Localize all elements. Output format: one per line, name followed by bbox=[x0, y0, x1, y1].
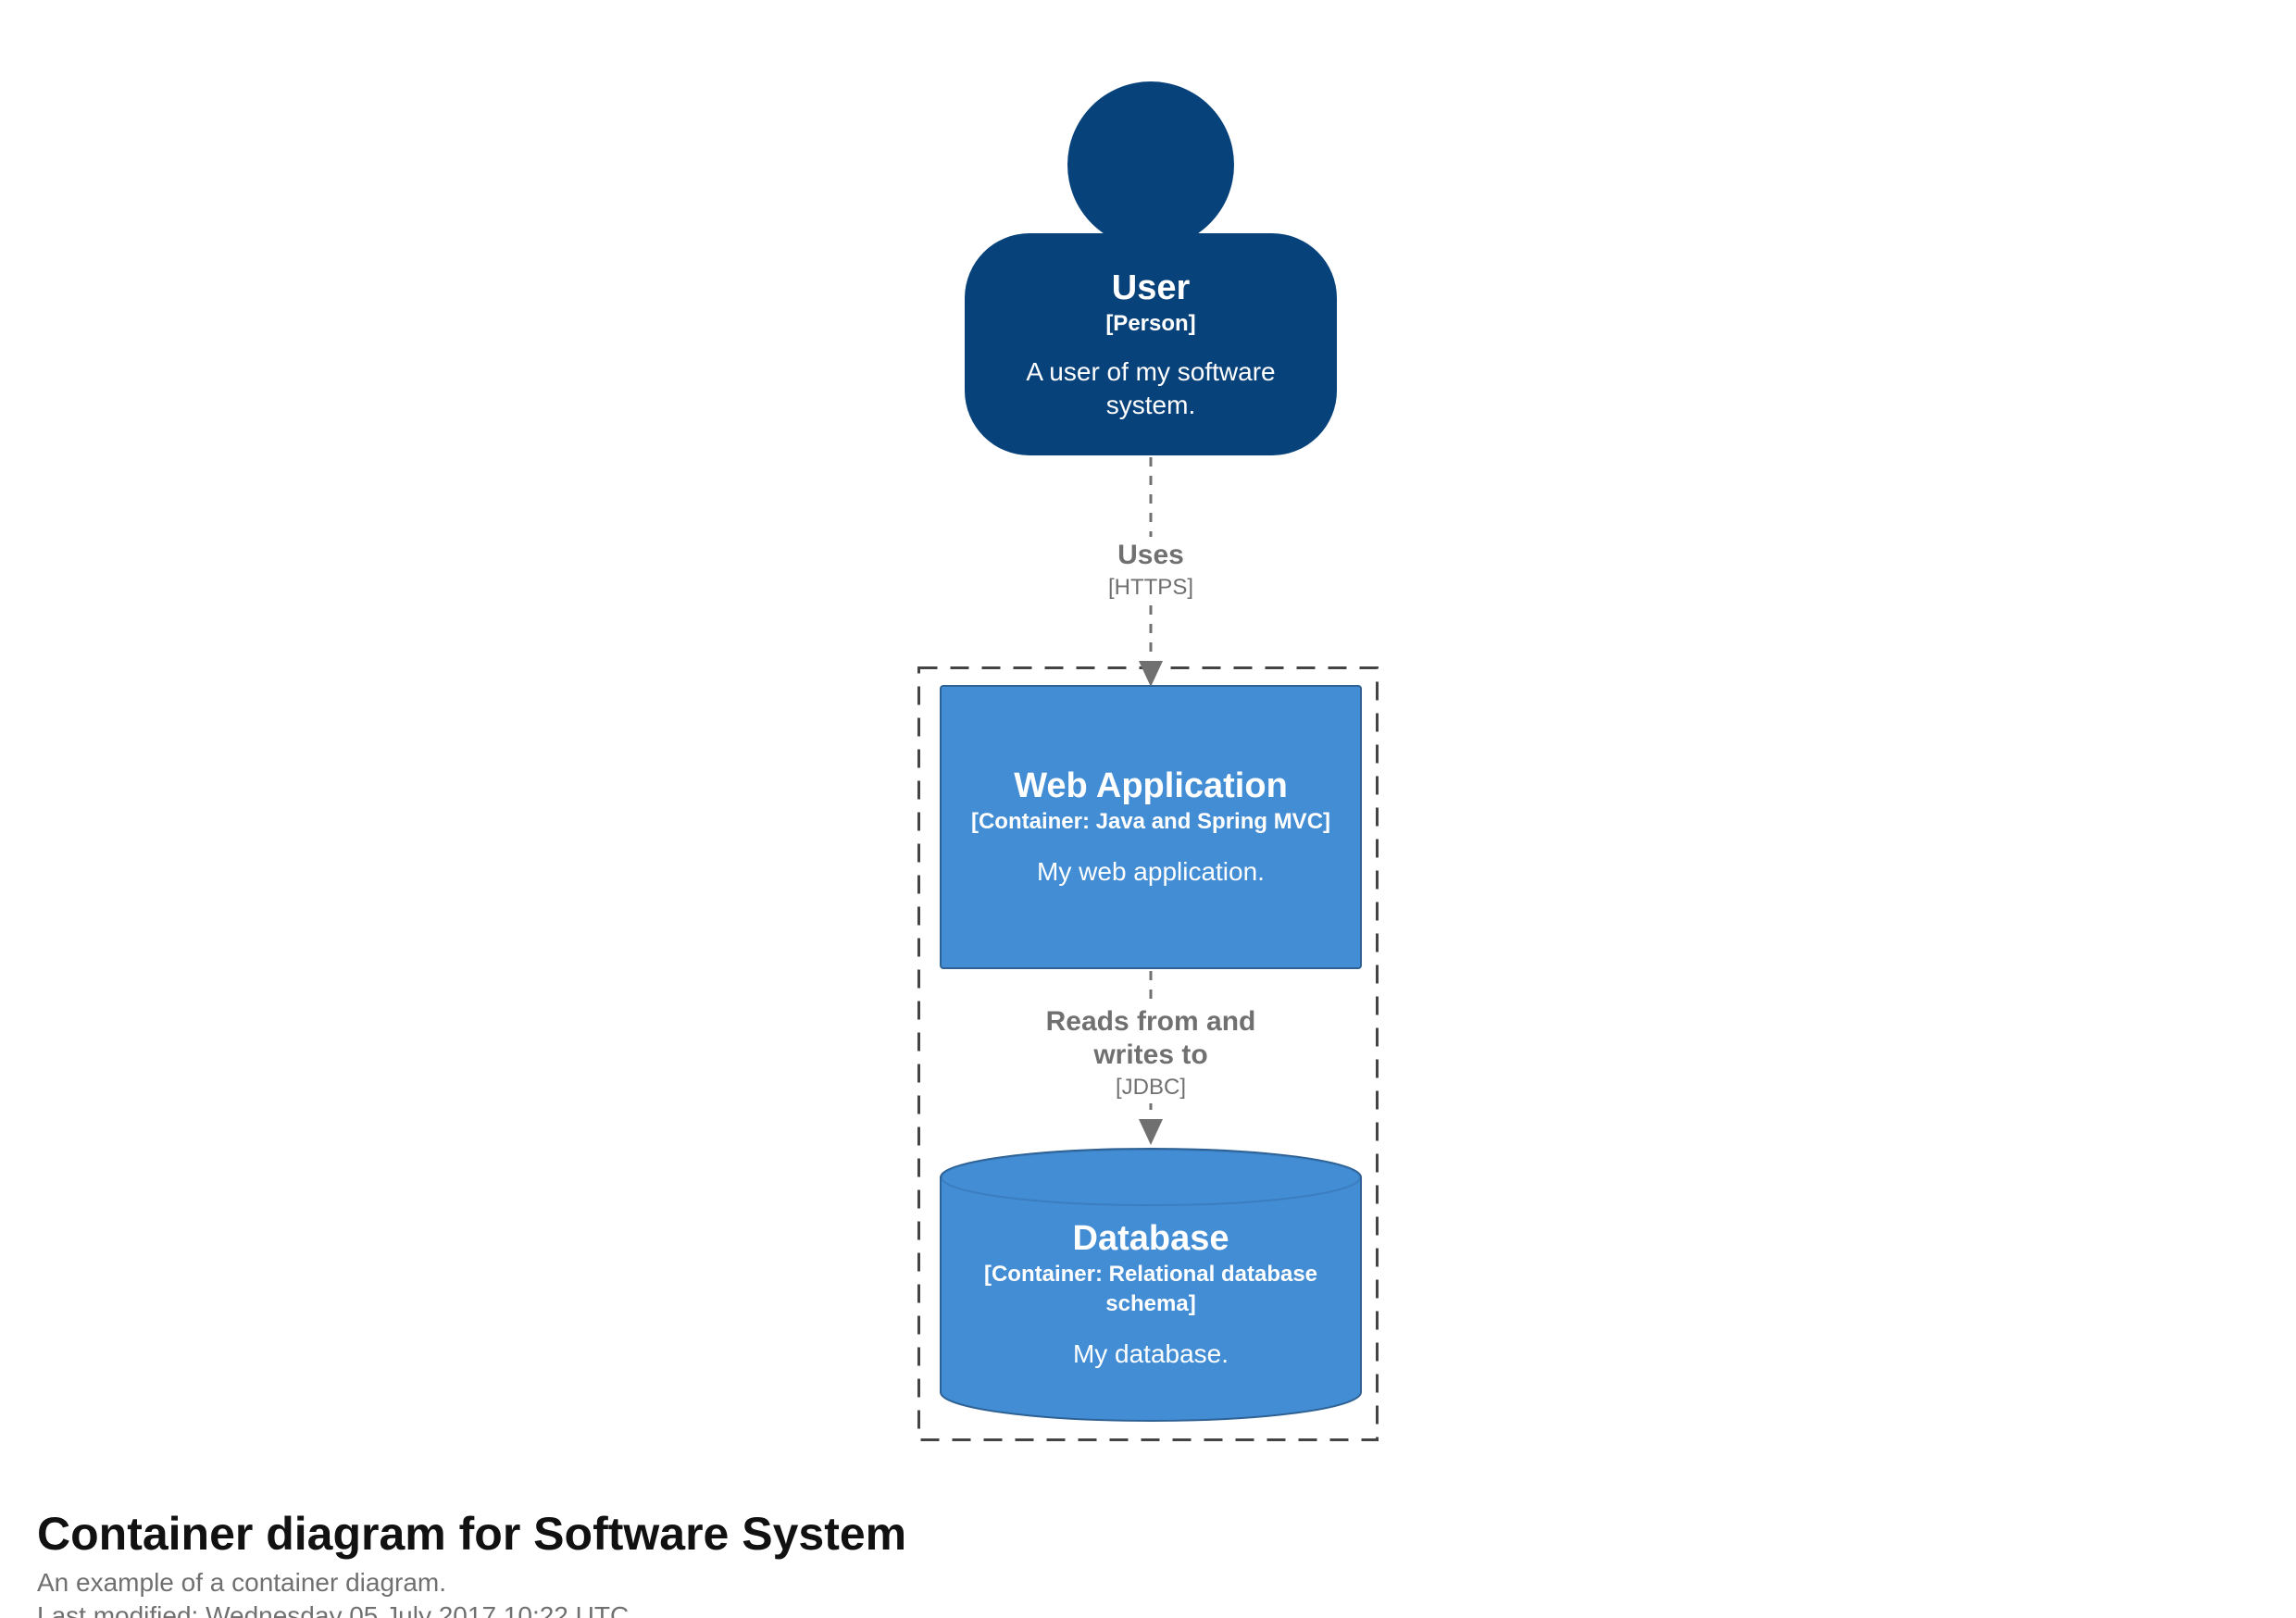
person-head-icon bbox=[1067, 81, 1234, 248]
diagram-title: Container diagram for Software System bbox=[37, 1508, 907, 1560]
relationship-reads-writes-technology: [JDBC] bbox=[1115, 1075, 1186, 1100]
person-description: A user of my software system. bbox=[1026, 357, 1276, 419]
relationship-uses-technology: [HTTPS] bbox=[1107, 575, 1193, 600]
relationship-uses-label: Uses bbox=[1117, 540, 1184, 570]
web-application-description: My web application. bbox=[1037, 856, 1265, 886]
relationship-reads-writes-labels[interactable]: Reads from and writes to [JDBC] bbox=[1035, 1003, 1267, 1103]
web-application-metadata: [Container: Java and Spring MVC] bbox=[970, 808, 1331, 834]
diagram-title-block: Container diagram for Software System An… bbox=[37, 1507, 906, 1618]
relationship-reads-writes-arrowhead-icon bbox=[1139, 1119, 1163, 1145]
relationship-uses-arrow[interactable] bbox=[1137, 457, 1165, 691]
database-cylinder-body bbox=[940, 1148, 1362, 1422]
person-body: User [Person] A user of my software syst… bbox=[965, 233, 1337, 455]
container-web-application[interactable]: Web Application [Container: Java and Spr… bbox=[940, 685, 1362, 969]
relationship-reads-writes-label: Reads from and writes to bbox=[1045, 1006, 1256, 1070]
database-metadata: [Container: Relational database schema] bbox=[983, 1262, 1318, 1316]
database-name: Database bbox=[1072, 1219, 1229, 1258]
database-cylinder-top-rim bbox=[941, 1149, 1361, 1206]
web-application-name: Web Application bbox=[1014, 765, 1288, 805]
relationship-uses-arrowhead-icon bbox=[1139, 661, 1163, 687]
diagram-last-modified: Last modified: Wednesday 05 July 2017 10… bbox=[37, 1601, 630, 1618]
container-database[interactable]: Database [Container: Relational database… bbox=[940, 1148, 1362, 1422]
relationship-uses-labels[interactable]: Uses [HTTPS] bbox=[1012, 537, 1290, 604]
diagram-subtitle: An example of a container diagram. bbox=[37, 1568, 447, 1597]
database-text-block: Database [Container: Relational database… bbox=[940, 1166, 1362, 1422]
database-cylinder-icon bbox=[940, 1148, 1362, 1422]
person-name: User bbox=[1111, 268, 1191, 307]
database-description: My database. bbox=[1072, 1339, 1229, 1368]
person-metadata: [Person] bbox=[1105, 311, 1196, 336]
